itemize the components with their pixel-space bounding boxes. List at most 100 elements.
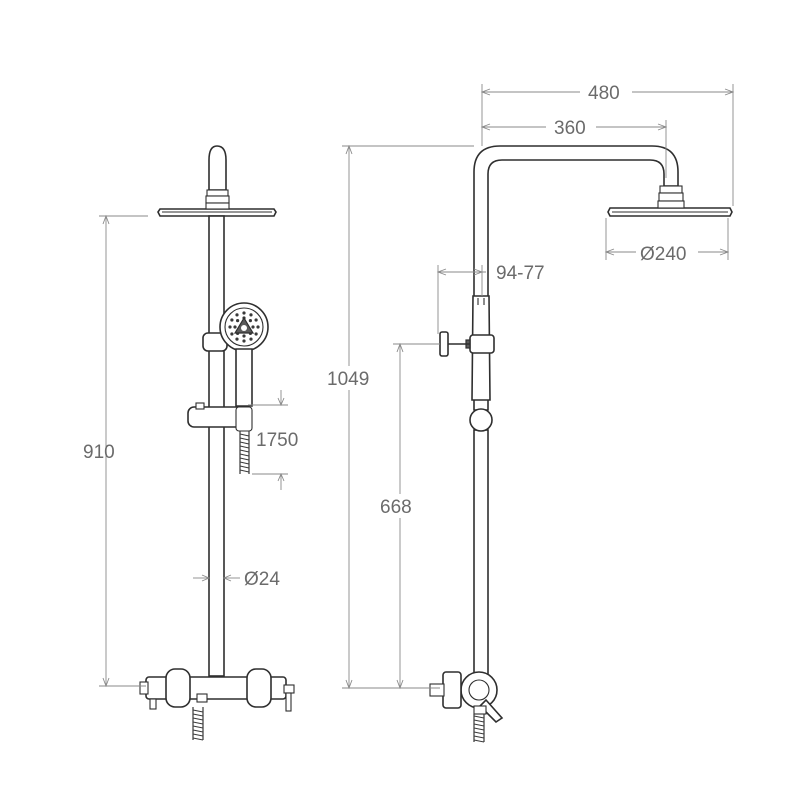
front-arm-collar-top	[206, 189, 229, 197]
dim-d24-label: Ø24	[244, 569, 280, 590]
side-riser-lower	[473, 429, 489, 676]
dim-480-arrow-left	[480, 88, 491, 96]
dim-668-arrow-top	[396, 342, 404, 353]
spray-dot	[230, 332, 234, 336]
dim-1750-label: 1750	[256, 430, 298, 451]
dim-910-arrow-bottom	[102, 677, 110, 688]
front-mixer-right-lever	[285, 692, 292, 712]
side-wall-connector	[429, 683, 445, 697]
side-wall-bracket-plate	[439, 331, 449, 357]
front-shower-arm	[208, 145, 227, 191]
side-slider-knob	[469, 408, 493, 432]
hose-rib	[192, 737, 204, 741]
hose-rib	[473, 735, 485, 739]
hose-rib	[192, 725, 204, 729]
spray-dot	[242, 339, 246, 343]
hose-rib	[239, 465, 250, 469]
front-hose-ribs	[239, 433, 250, 473]
hose-rib	[239, 449, 250, 453]
hose-rib	[239, 453, 250, 457]
side-rain-head-mount	[657, 200, 685, 209]
dim-668-label: 668	[380, 497, 412, 518]
front-arm-collar-bottom	[205, 195, 230, 204]
hose-rib	[239, 441, 250, 445]
hose-rib	[473, 731, 485, 735]
side-upper-holder	[469, 334, 495, 354]
front-mixer-left-knob	[165, 668, 191, 708]
spray-dot	[236, 319, 240, 323]
spray-dot	[242, 334, 246, 338]
dim-1049-arrow-top	[345, 144, 353, 155]
hose-rib	[192, 717, 204, 721]
dim-1750-arrow-bottom	[277, 472, 285, 482]
front-mixer-left-cap	[139, 681, 149, 695]
dim-d240-label-bg	[636, 241, 698, 263]
front-mixer-right-cap	[283, 684, 295, 694]
hose-rib	[239, 433, 250, 437]
hose-rib	[473, 723, 485, 727]
front-mixer-left-foot	[149, 698, 157, 710]
hose-rib	[239, 461, 250, 465]
dim-668-label-bg	[378, 494, 420, 518]
dim-910-label: 910	[83, 442, 115, 463]
front-rain-head-mount	[205, 202, 230, 210]
hose-rib	[473, 739, 485, 743]
hose-rib	[473, 719, 485, 723]
front-slider-knob	[195, 402, 205, 410]
dim-d240-arrow-right	[719, 248, 730, 256]
side-arm-collar-bottom	[658, 192, 684, 202]
dim-480-arrow-right	[724, 88, 735, 96]
hose-rib	[192, 729, 204, 733]
front-view: 910 1750 Ø24	[83, 145, 298, 741]
front-mixer-outlet	[196, 693, 208, 703]
front-slider-cup	[235, 406, 253, 432]
dim-668-arrow-bottom	[396, 679, 404, 690]
spray-dot	[230, 318, 234, 322]
spray-dot	[235, 337, 239, 341]
front-main-bar	[208, 215, 225, 677]
spray-dot	[249, 337, 253, 341]
hose-rib	[239, 445, 250, 449]
dim-1750-arrow-top	[277, 397, 285, 407]
side-bottom-hose-ribs	[473, 715, 485, 743]
front-handshower-center-dot	[241, 325, 247, 331]
dim-d24-arrow-right	[222, 574, 232, 582]
spray-dot	[233, 325, 237, 329]
dim-9477-arrow-right	[473, 268, 484, 276]
dim-d240-arrow-left	[604, 248, 615, 256]
side-wall-elbow	[442, 671, 462, 709]
hose-rib	[192, 721, 204, 725]
dim-360-arrow-right	[657, 123, 668, 131]
spray-dot	[235, 313, 239, 317]
dim-d24-arrow-left	[201, 574, 211, 582]
front-bottom-hose-ribs	[192, 709, 204, 741]
dim-1049-label-bg	[326, 366, 374, 390]
dim-480-label-bg	[580, 80, 632, 102]
dim-9477-arrow-left	[436, 268, 447, 276]
hose-rib	[239, 437, 250, 441]
dim-360-label: 360	[554, 118, 586, 139]
hose-rib	[239, 469, 250, 473]
hose-rib	[192, 713, 204, 717]
side-view: 480 360 Ø240 94-77 1049	[326, 80, 735, 743]
side-diverter-outlet	[473, 705, 487, 715]
spray-dot	[254, 318, 258, 322]
dim-d240-label: Ø240	[640, 244, 686, 265]
front-handshower-handle	[235, 348, 253, 407]
spray-dot	[248, 319, 252, 323]
hose-rib	[239, 457, 250, 461]
dim-1049-arrow-bottom	[345, 679, 353, 690]
dim-360-arrow-left	[480, 123, 491, 131]
spray-dot	[249, 313, 253, 317]
hose-rib	[473, 727, 485, 731]
hose-rib	[192, 733, 204, 737]
side-arm-collar-top	[659, 185, 683, 194]
hose-rib	[192, 709, 204, 713]
spray-dot	[256, 325, 260, 329]
hose-rib	[473, 715, 485, 719]
dim-480-label: 480	[588, 83, 620, 104]
dim-1049-label: 1049	[327, 369, 369, 390]
dim-360-label-bg	[546, 115, 596, 137]
front-mixer-right-knob	[246, 668, 272, 708]
